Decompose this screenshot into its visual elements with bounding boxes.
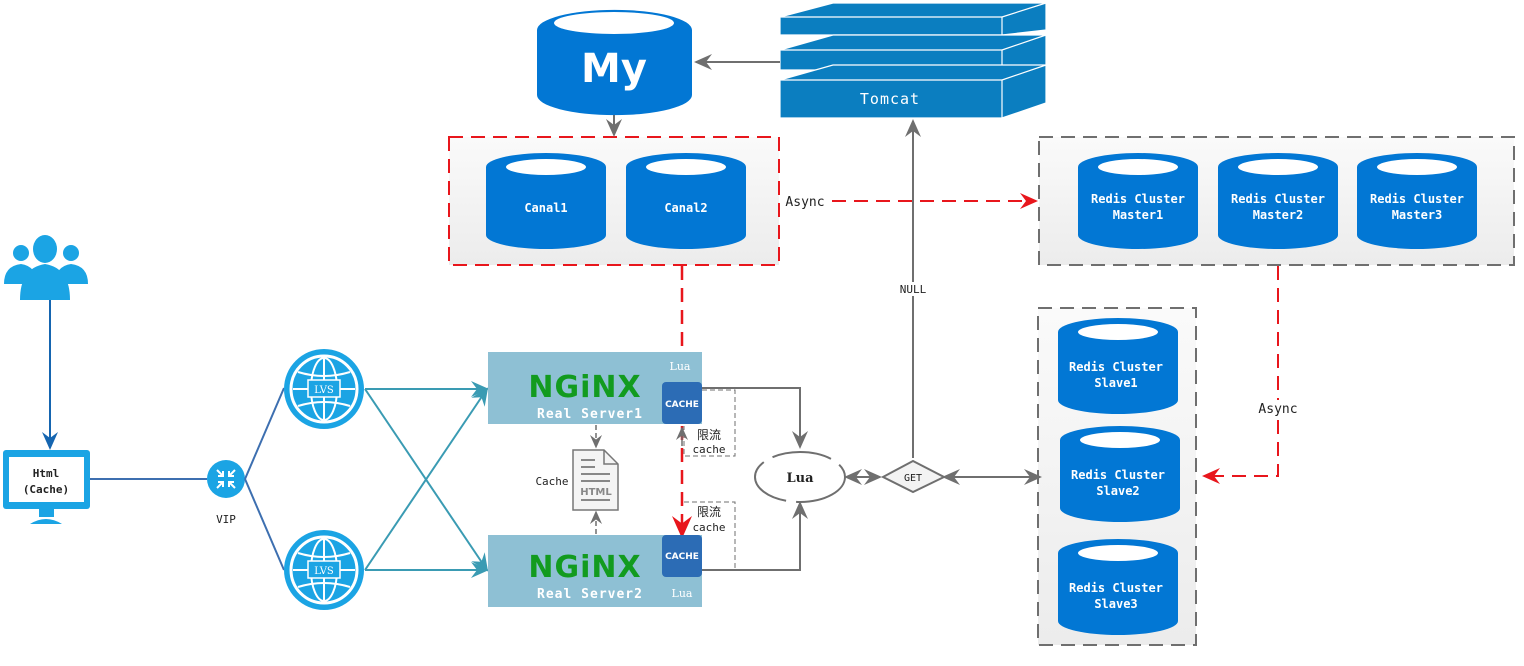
users-icon <box>4 235 88 300</box>
lvs2-node[interactable]: LVS <box>284 530 364 610</box>
lvs1-node[interactable]: LVS <box>284 349 364 429</box>
real-server1-label: Real Server1 <box>537 407 643 422</box>
rs1-to-lua-arrow <box>702 387 808 449</box>
vip-to-lvs2-line <box>244 478 285 571</box>
rate-limit-1-line1: 限流 <box>697 428 721 442</box>
nginx-logo: NGiNX <box>528 550 641 585</box>
redis-slave2-line2: Slave2 <box>1096 484 1139 498</box>
real-server1-node[interactable]: NGiNX Real Server1 Lua CACHE <box>488 352 702 424</box>
tomcat-node[interactable]: Tomcat <box>779 2 1047 119</box>
cache2-label: CACHE <box>665 552 699 562</box>
redis-slave1-line2: Slave1 <box>1094 376 1137 390</box>
lvs1-label: LVS <box>314 385 334 396</box>
html-document-icon: HTML <box>572 449 619 511</box>
redis-slave3-line1: Redis Cluster <box>1069 581 1163 595</box>
redis-master2-line2: Master2 <box>1253 208 1304 222</box>
rate-limit-1-line2: cache <box>692 443 725 456</box>
cache1-label: CACHE <box>665 400 699 410</box>
rate-limit-2-line2: cache <box>692 521 725 534</box>
null-label: NULL <box>900 283 927 296</box>
vip-to-lvs1-line <box>244 387 285 480</box>
canal2-label: Canal2 <box>664 201 707 215</box>
get-label: GET <box>904 473 922 484</box>
rate-limit-box-1 <box>683 389 736 457</box>
get-node[interactable]: GET <box>880 459 947 494</box>
redis-master1-line1: Redis Cluster <box>1091 192 1185 206</box>
nginx-logo: NGiNX <box>528 370 641 405</box>
rate-limit-2-line1: 限流 <box>697 505 721 519</box>
tomcat-label: Tomcat <box>860 90 920 108</box>
vip-label: VIP <box>216 513 236 526</box>
cache2-icon <box>662 535 702 577</box>
vip-node[interactable]: VIP <box>207 460 245 526</box>
real-server2-node[interactable]: NGiNX Real Server2 Lua CACHE <box>488 535 702 607</box>
real-server2-lua-label: Lua <box>672 587 693 600</box>
real-server1-lua-label: Lua <box>670 360 691 373</box>
async-label-right: Async <box>1258 402 1297 417</box>
lvs2-label: LVS <box>314 566 334 577</box>
html-cache-label: Cache <box>535 475 568 488</box>
async-label-top: Async <box>785 195 824 210</box>
canal1-node[interactable]: Canal1 <box>486 153 606 249</box>
mysql-logo: My <box>581 46 647 92</box>
redis-master3-line2: Master3 <box>1392 208 1443 222</box>
canal2-node[interactable]: Canal2 <box>626 153 746 249</box>
redis-slave3-line2: Slave3 <box>1094 597 1137 611</box>
lua-label: Lua <box>786 471 814 486</box>
redis-master2-line1: Redis Cluster <box>1231 192 1325 206</box>
cache1-icon <box>662 382 702 424</box>
canal1-label: Canal1 <box>524 201 567 215</box>
lvs2-to-rs1-arrow <box>364 387 489 571</box>
async-master-to-slave-arrow <box>1202 266 1279 484</box>
client-line2: (Cache) <box>23 483 69 496</box>
real-server2-label: Real Server2 <box>537 587 643 602</box>
rate-limit-box-2 <box>684 501 736 570</box>
mysql-node[interactable]: My <box>537 9 692 116</box>
redis-master1-line2: Master1 <box>1113 208 1164 222</box>
html-doc-label: HTML <box>580 487 612 498</box>
redis-slave1-line1: Redis Cluster <box>1069 360 1163 374</box>
lua-node[interactable]: Lua <box>754 451 846 503</box>
html-client-node[interactable]: Html (Cache) <box>3 450 90 524</box>
redis-master3-line1: Redis Cluster <box>1370 192 1464 206</box>
rs2-to-lua-arrow <box>702 501 808 571</box>
client-line1: Html <box>33 467 60 480</box>
redis-slave2-line1: Redis Cluster <box>1071 468 1165 482</box>
